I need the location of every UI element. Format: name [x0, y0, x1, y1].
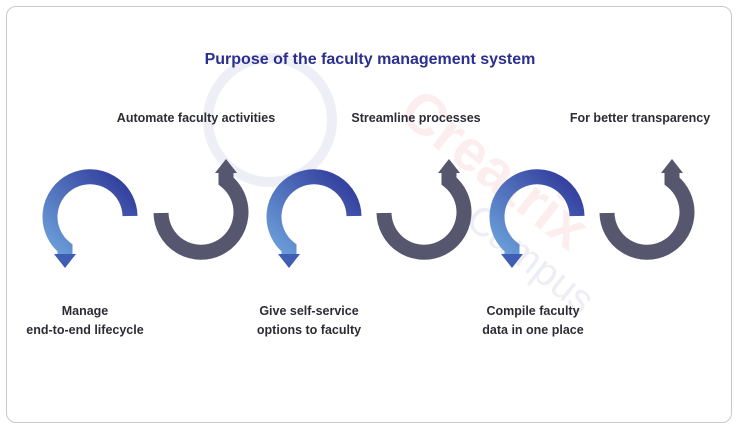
gray-curved-arrow-2 — [384, 159, 464, 252]
label-streamline: Streamline processes — [351, 111, 481, 125]
label-self-service: Give self-service options to faculty — [256, 304, 362, 337]
blue-curved-arrow-1 — [50, 177, 130, 268]
watermark-logo-ring — [203, 53, 337, 187]
watermark: Creatrix Campus — [203, 53, 602, 322]
gray-curved-arrow-3 — [607, 159, 687, 252]
gray-curved-arrow-1 — [161, 159, 241, 252]
diagram-title: Purpose of the faculty management system — [204, 51, 536, 68]
label-automate: Automate faculty activities — [116, 111, 276, 125]
label-transparency: For better transparency — [569, 111, 711, 125]
label-manage-lifecycle: Manage end-to-end lifecycle — [26, 304, 144, 337]
blue-curved-arrow-2 — [274, 177, 354, 268]
label-compile-data: Compile faculty data in one place — [482, 304, 584, 337]
